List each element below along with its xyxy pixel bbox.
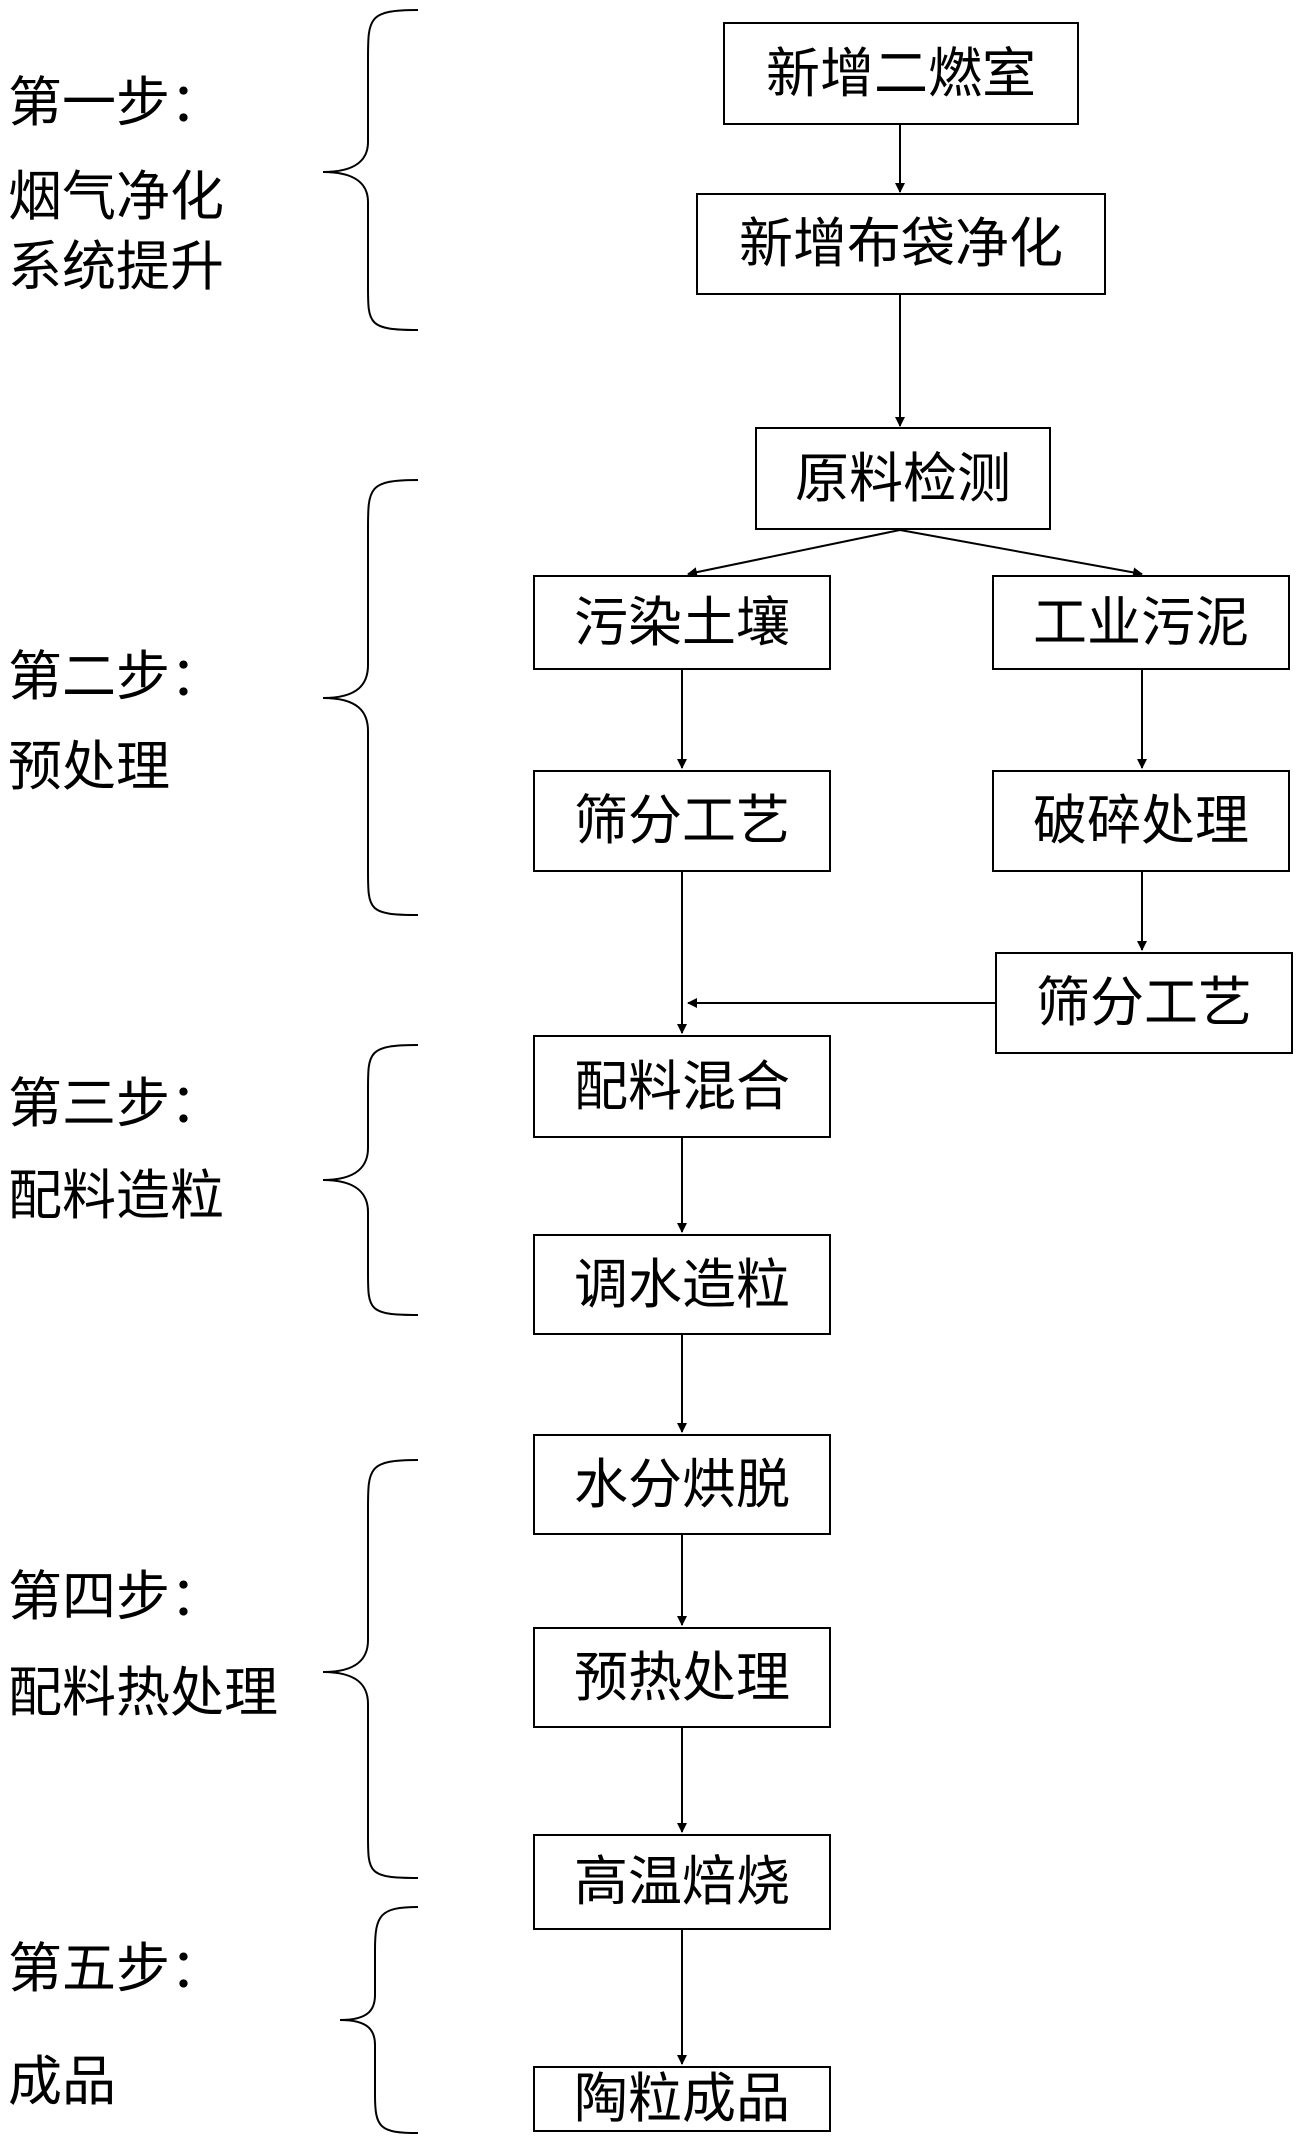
node-ceramsite-product: 陶粒成品 [533,2066,831,2132]
step4-bracket [322,1459,419,1879]
node-crushing: 破碎处理 [992,770,1290,872]
node-water-granulation: 调水造粒 [533,1234,831,1335]
step2-desc: 预处理 [8,735,170,798]
step3-title: 第三步： [8,1072,224,1135]
node-batching-mixing: 配料混合 [533,1035,831,1138]
step3-desc: 配料造粒 [8,1164,224,1227]
step3-bracket [322,1044,419,1316]
step2-bracket [322,479,419,916]
node-industrial-sludge: 工业污泥 [992,575,1290,670]
node-screening-left: 筛分工艺 [533,770,831,872]
arrow-test-to-sludge [899,529,1143,578]
step5-bracket [339,1906,419,2134]
step4-desc: 配料热处理 [8,1661,278,1724]
node-screening-right: 筛分工艺 [995,952,1293,1054]
node-high-temp-roasting: 高温焙烧 [533,1834,831,1930]
step5-title: 第五步： [8,1937,224,2000]
node-raw-material-test: 原料检测 [755,427,1051,530]
node-contaminated-soil: 污染土壤 [533,575,831,670]
node-secondary-chamber: 新增二燃室 [723,22,1079,125]
step5-desc: 成品 [8,2050,116,2113]
step2-title: 第二步： [8,645,224,708]
node-preheating: 预热处理 [533,1627,831,1728]
step1-desc-line1: 烟气净化 [8,165,224,228]
arrow-test-to-soil [687,529,901,578]
step1-desc-line2: 系统提升 [8,235,224,298]
step1-bracket [322,9,419,331]
node-moisture-drying: 水分烘脱 [533,1434,831,1535]
node-bag-filter: 新增布袋净化 [696,193,1106,295]
step4-title: 第四步： [8,1565,224,1628]
step1-title: 第一步： [8,71,224,134]
